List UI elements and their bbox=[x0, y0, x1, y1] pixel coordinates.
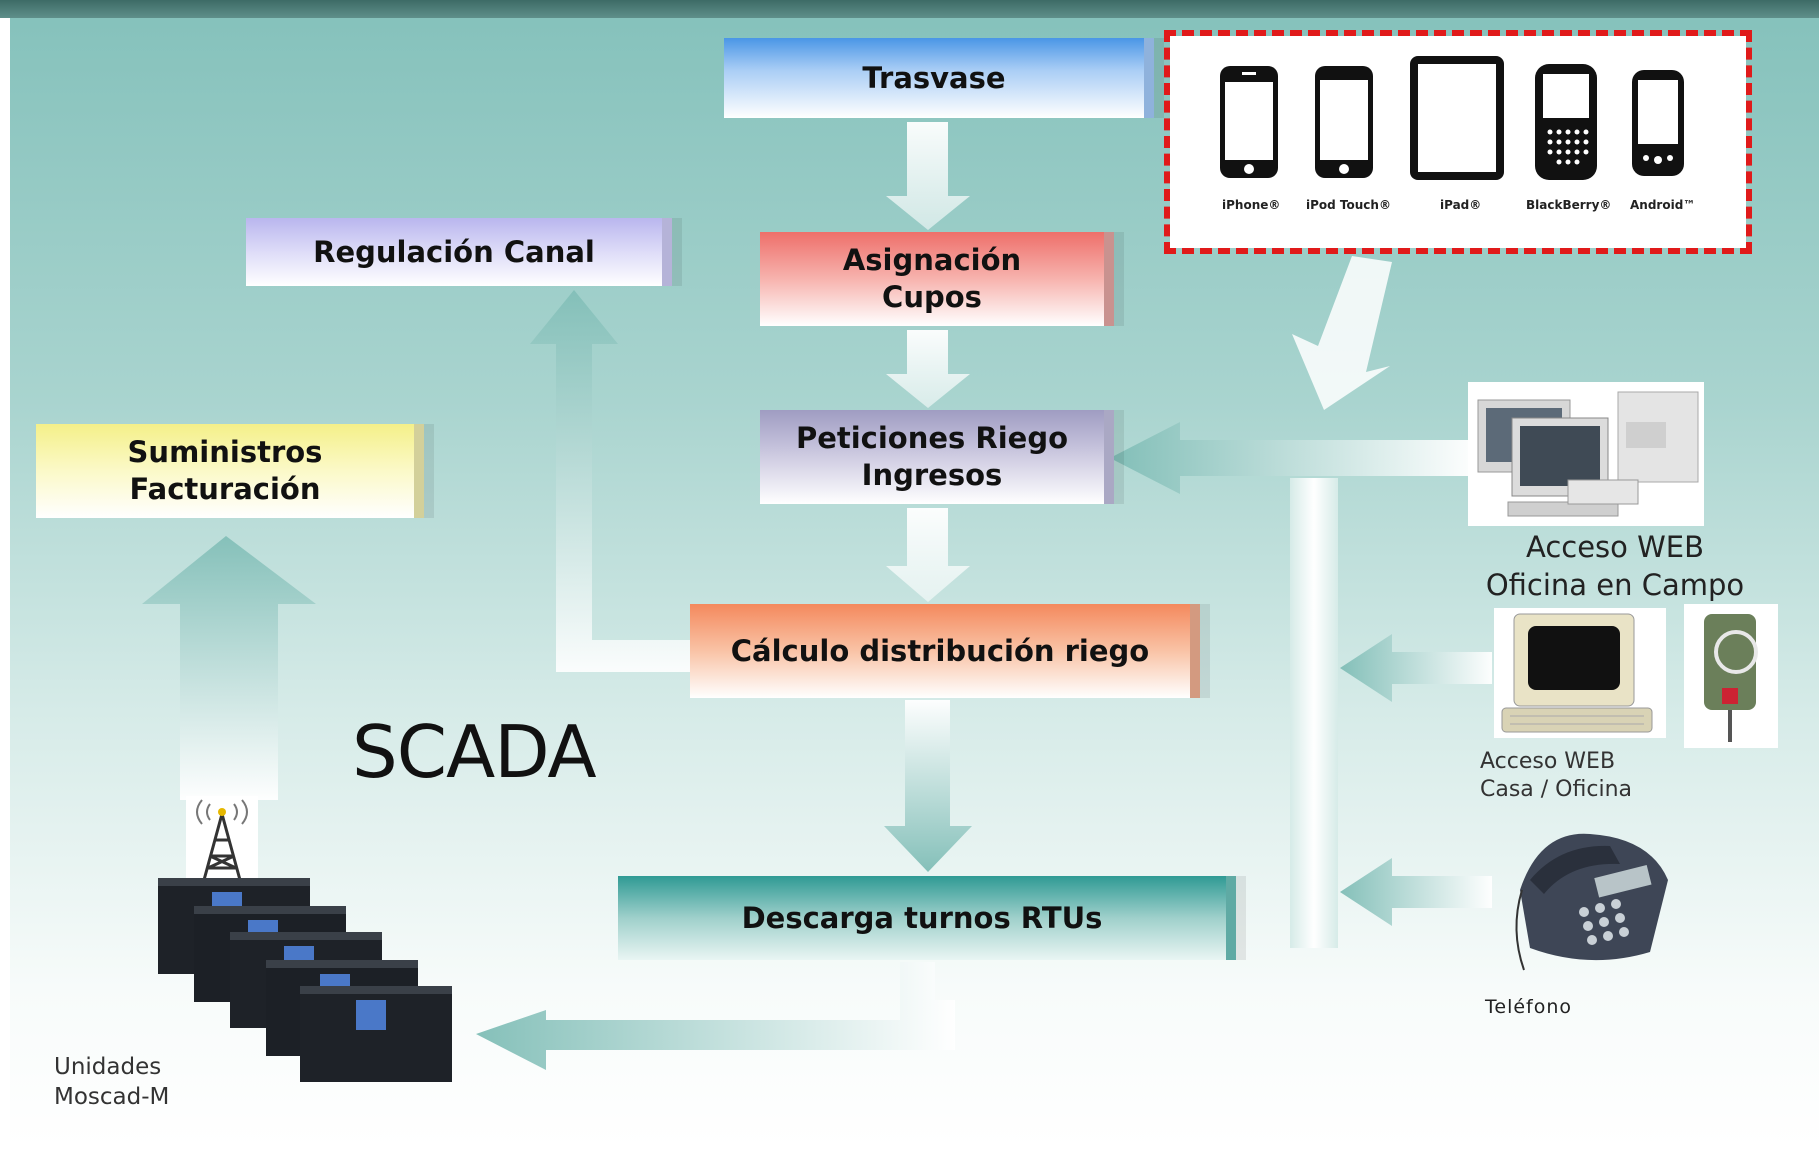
acceso-web-casa-line2: Casa / Oficina bbox=[1480, 777, 1632, 802]
arrow-asignacion-peticiones bbox=[886, 330, 970, 408]
scada-label: SCADA bbox=[352, 710, 597, 794]
top-band bbox=[0, 0, 1819, 18]
calculo-label: Cálculo distribución riego bbox=[730, 633, 1150, 668]
descarga-turnos-box: Descarga turnos RTUs bbox=[618, 876, 1236, 960]
ipad-icon bbox=[1410, 56, 1504, 180]
acceso-web-casa-label: Acceso WEB Casa / Oficina bbox=[1480, 748, 1632, 804]
arrow-trasvase-asignacion bbox=[886, 122, 970, 230]
asignacion-cupos-box: Asignación Cupos bbox=[760, 232, 1114, 326]
peticiones-label-line2: Ingresos bbox=[861, 458, 1003, 492]
asignacion-label-line2: Cupos bbox=[882, 280, 982, 314]
home-computer-image bbox=[1494, 608, 1666, 738]
acceso-web-oficina-line2: Oficina en Campo bbox=[1485, 568, 1745, 602]
acceso-web-oficina-line1: Acceso WEB bbox=[1525, 530, 1705, 564]
unidades-line2: Moscad-M bbox=[54, 1084, 170, 1110]
device-label-ipod-touch: iPod Touch® bbox=[1306, 198, 1391, 212]
device-label-blackberry: BlackBerry® bbox=[1526, 198, 1612, 212]
asignacion-label-line1: Asignación bbox=[842, 243, 1022, 277]
telephone-image bbox=[1500, 820, 1686, 980]
telephone-icon bbox=[1515, 833, 1668, 971]
mobile-devices-panel: iPhone® iPod Touch® iPad® BlackBerry® An… bbox=[1164, 30, 1752, 254]
arrow-telefono-bus bbox=[1340, 858, 1492, 926]
peticiones-riego-box: Peticiones Riego Ingresos bbox=[760, 410, 1114, 504]
arrow-web-peticiones bbox=[1110, 422, 1468, 494]
peticiones-label-line1: Peticiones Riego bbox=[795, 421, 1069, 455]
suministros-label-line1: Suministros bbox=[127, 435, 323, 469]
acceso-web-casa-line1: Acceso WEB bbox=[1480, 749, 1616, 774]
rtu-unit-5-icon bbox=[300, 986, 452, 1082]
device-label-android: Android™ bbox=[1630, 198, 1696, 212]
handheld-device-icon bbox=[1704, 614, 1758, 742]
telefono-label: Teléfono bbox=[1485, 996, 1573, 1018]
unidades-moscad-label: Unidades Moscad-M bbox=[54, 1052, 169, 1112]
blackberry-icon bbox=[1535, 64, 1597, 180]
desktop-computers-icon bbox=[1477, 391, 1699, 517]
acceso-web-oficina-label: Acceso WEB Oficina en Campo bbox=[1470, 528, 1760, 604]
android-phone-icon bbox=[1632, 70, 1684, 176]
arrow-calculo-regulacion bbox=[530, 290, 690, 672]
handheld-terminal-image bbox=[1684, 604, 1778, 748]
ipod-touch-icon bbox=[1315, 66, 1373, 178]
device-label-iphone: iPhone® bbox=[1222, 198, 1281, 212]
office-computers-image bbox=[1468, 382, 1704, 526]
calculo-distribucion-box: Cálculo distribución riego bbox=[690, 604, 1200, 698]
suministros-facturacion-box: Suministros Facturación bbox=[36, 424, 424, 518]
antenna-tower-icon bbox=[196, 799, 248, 881]
regulacion-label: Regulación Canal bbox=[313, 234, 595, 269]
arrow-peticiones-calculo bbox=[886, 508, 970, 602]
regulacion-canal-box: Regulación Canal bbox=[246, 218, 672, 286]
arrow-calculo-descarga bbox=[884, 700, 972, 872]
device-label-ipad: iPad® bbox=[1440, 198, 1482, 212]
vertical-bus bbox=[1290, 478, 1338, 948]
descarga-label: Descarga turnos RTUs bbox=[741, 900, 1103, 935]
trasvase-box: Trasvase bbox=[724, 38, 1154, 118]
arrow-casa-bus bbox=[1340, 634, 1492, 702]
iphone-icon bbox=[1220, 66, 1278, 178]
retro-computer-icon bbox=[1501, 613, 1653, 733]
mobile-devices-icons bbox=[1220, 56, 1684, 180]
trasvase-label: Trasvase bbox=[862, 60, 1006, 95]
arrow-moscad-suministros bbox=[142, 536, 316, 800]
unidades-line1: Unidades bbox=[54, 1054, 162, 1080]
radio-antenna-image bbox=[186, 796, 258, 882]
arrow-devices-bus bbox=[1292, 256, 1392, 410]
suministros-label-line2: Facturación bbox=[129, 472, 321, 506]
moscad-rtu-units bbox=[158, 878, 452, 1082]
arrow-descarga-moscad bbox=[476, 962, 955, 1070]
